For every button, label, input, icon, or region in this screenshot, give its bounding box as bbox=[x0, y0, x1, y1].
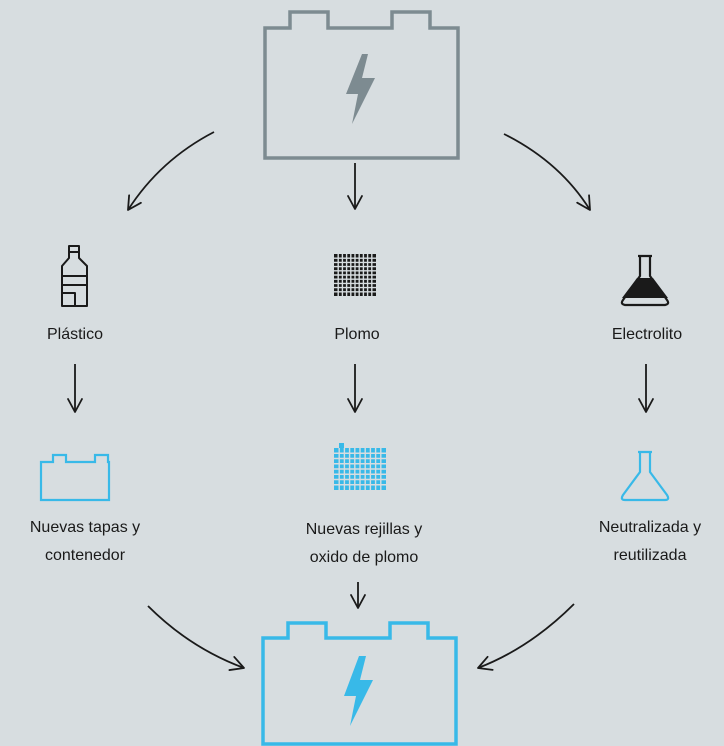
empty-flask-icon bbox=[620, 450, 670, 502]
plastic-bottle-icon bbox=[61, 245, 88, 307]
label-nuevas-rejillas-line1: Nuevas rejillas y bbox=[305, 521, 423, 538]
arrow-to-plastico bbox=[127, 131, 215, 211]
label-neutralizada-line2: reutilizada bbox=[613, 547, 687, 564]
battery-case-icon bbox=[39, 453, 111, 502]
label-neutralizada: Neutralizada y reutilizada bbox=[550, 514, 724, 570]
label-nuevas-rejillas-line2: oxido de plomo bbox=[309, 549, 419, 566]
new-grid-icon bbox=[334, 443, 386, 490]
filled-flask-icon bbox=[620, 254, 670, 307]
new-battery-icon bbox=[261, 621, 458, 746]
label-plomo: Plomo bbox=[334, 326, 380, 343]
label-plastico: Plástico bbox=[46, 326, 104, 343]
label-nuevas-tapas-line2: contenedor bbox=[44, 547, 126, 564]
arrow-to-electrolito bbox=[503, 133, 591, 211]
old-battery-icon bbox=[263, 10, 460, 160]
arrow-electrolito-to-battery bbox=[477, 603, 575, 671]
label-electrolito: Electrolito bbox=[611, 326, 683, 343]
arrow-tapas-to-battery bbox=[147, 605, 245, 671]
lead-grid-icon bbox=[334, 254, 376, 296]
label-nuevas-tapas: Nuevas tapas y contenedor bbox=[0, 514, 185, 570]
label-neutralizada-line1: Neutralizada y bbox=[598, 519, 702, 536]
label-nuevas-tapas-line1: Nuevas tapas y bbox=[29, 519, 141, 536]
label-nuevas-rejillas: Nuevas rejillas y oxido de plomo bbox=[264, 516, 464, 572]
